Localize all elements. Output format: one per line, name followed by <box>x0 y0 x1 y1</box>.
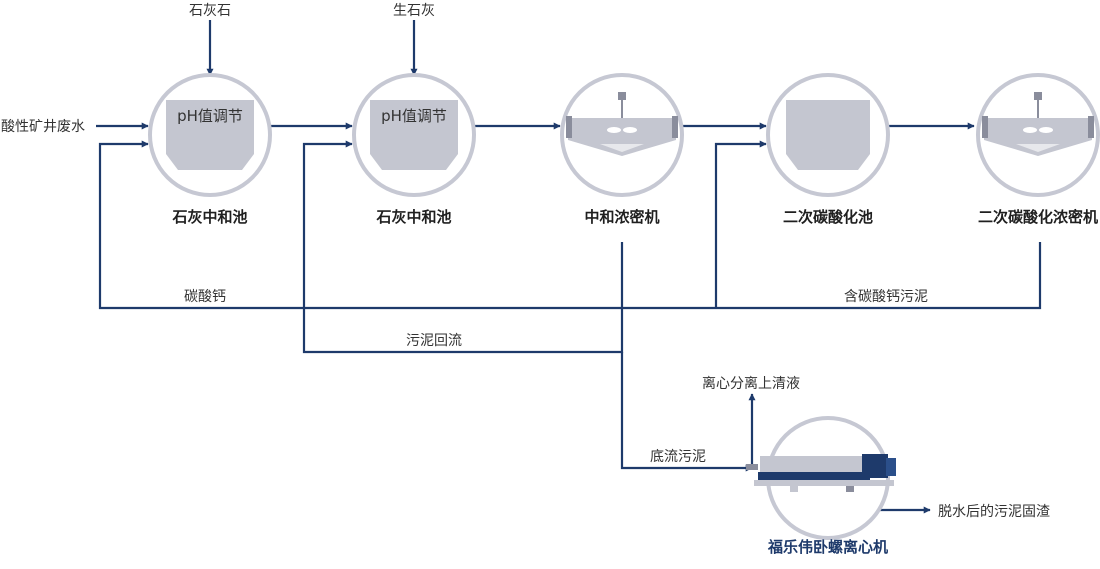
underflow-sludge-label: 底流污泥 <box>650 449 706 465</box>
stage-1-lime-neutralization-tank: pH值调节 <box>148 73 272 197</box>
underflow-sludge-line <box>620 352 753 472</box>
acid-mine-water-label: 酸性矿井废水 <box>1 119 85 135</box>
centrifuge-label: 福乐伟卧螺离心机 <box>767 538 888 556</box>
carbonate-sludge-label: 含碳酸钙污泥 <box>844 289 928 305</box>
sludge-return-label: 污泥回流 <box>406 333 462 349</box>
dewatered-sludge-label: 脱水后的污泥固渣 <box>938 504 1050 520</box>
stage-5-secondary-carbonation-thickener <box>976 73 1100 197</box>
carbonate-sludge-to-stage4-line <box>714 140 767 308</box>
calcium-carbonate-label: 碳酸钙 <box>184 289 226 305</box>
stage-3-label: 中和浓密机 <box>584 208 659 226</box>
stage-1-label: 石灰中和池 <box>171 208 247 226</box>
sludge-return-line <box>302 140 624 354</box>
stage-5-label: 二次碳酸化浓密机 <box>978 208 1098 226</box>
stage-4-secondary-carbonation-tank <box>766 73 890 197</box>
stage-2-lime-neutralization-tank: pH值调节 <box>352 73 476 197</box>
limestone-input-label: 石灰石 <box>189 3 231 19</box>
calcium-carbonate-return-line <box>98 140 1042 310</box>
stage-4-label: 二次碳酸化池 <box>783 208 873 226</box>
stage-3-neutralization-thickener <box>560 73 684 197</box>
quicklime-input-label: 生石灰 <box>393 3 435 19</box>
stage-2-label: 石灰中和池 <box>375 208 451 226</box>
centrate-label: 离心分离上清液 <box>702 375 800 392</box>
stage-1-tank-text: pH值调节 <box>177 107 243 125</box>
decanter-centrifuge <box>746 416 896 540</box>
stage-2-tank-text: pH值调节 <box>381 107 447 125</box>
